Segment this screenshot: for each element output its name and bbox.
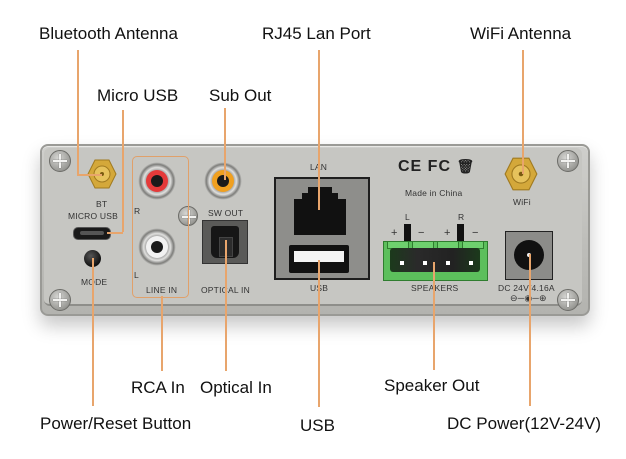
ce-fc-marks: CE FC — [398, 158, 451, 175]
leader-rca-in — [161, 296, 163, 371]
rca-right-input[interactable] — [138, 162, 176, 200]
label-line-in: LINE IN — [146, 285, 178, 295]
callout-wifi-antenna: WiFi Antenna — [470, 24, 572, 43]
leader-sub-out — [224, 108, 226, 180]
label-bt: BT — [96, 199, 108, 209]
leader-optical-in — [225, 240, 227, 371]
label-speaker-l-minus: − — [418, 227, 425, 239]
leader-usb — [318, 260, 320, 407]
label-speaker-r-minus: − — [472, 227, 479, 239]
leader-rj45 — [318, 50, 320, 210]
sub-out-jack[interactable] — [204, 162, 242, 200]
callout-power-reset-button: Power/Reset Button — [40, 414, 192, 433]
callout-bluetooth-antenna: Bluetooth Antenna — [39, 24, 178, 43]
line-in-group-outline — [132, 156, 189, 298]
callout-micro-usb: Micro USB — [97, 86, 179, 105]
screw-icon — [557, 289, 579, 311]
leader-micro-usb — [122, 110, 124, 232]
label-mode: MODE — [81, 277, 108, 287]
label-micro-usb: MICRO USB — [68, 211, 118, 221]
label-made-in-china: Made in China — [405, 188, 463, 198]
callout-dc-power: DC Power(12V-24V) — [447, 414, 602, 433]
leader-dc-power — [529, 254, 531, 406]
screw-icon — [557, 150, 579, 172]
label-speaker-r: R — [458, 212, 465, 222]
callout-rj45-lan-port: RJ45 Lan Port — [262, 24, 371, 43]
label-dc-rating: DC 24V/4.16A — [498, 283, 555, 293]
label-r: R — [134, 206, 141, 216]
micro-usb-port[interactable] — [73, 227, 111, 240]
leader-power-reset — [92, 258, 94, 406]
callout-sub-out: Sub Out — [209, 86, 272, 105]
speaker-pin — [400, 261, 404, 265]
screw-icon — [49, 289, 71, 311]
label-speaker-l: L — [405, 212, 410, 222]
callout-usb: USB — [300, 416, 335, 435]
speaker-l-release-tab[interactable] — [404, 224, 411, 242]
leader-speaker-out — [433, 262, 435, 370]
callout-optical-in: Optical In — [200, 378, 272, 397]
rj45-lan-port[interactable] — [290, 187, 350, 235]
rca-left-input[interactable] — [138, 228, 176, 266]
callout-speaker-out: Speaker Out — [384, 376, 480, 395]
callout-rca-in: RCA In — [131, 378, 185, 397]
speaker-terminal-block[interactable] — [383, 241, 488, 281]
certification-marks: CE FC 🗑 — [398, 158, 475, 176]
speaker-pin — [446, 261, 450, 265]
micro-usb-slot — [80, 231, 104, 235]
label-wifi: WiFi — [513, 197, 531, 207]
label-speaker-l-plus: + — [391, 227, 398, 239]
screw-icon — [49, 150, 71, 172]
leader-micro-usb-h — [107, 232, 123, 234]
label-speakers: SPEAKERS — [411, 283, 459, 293]
speaker-r-release-tab[interactable] — [457, 224, 464, 242]
leader-wifi-antenna — [522, 50, 524, 174]
speaker-pin — [469, 261, 473, 265]
label-speaker-r-plus: + — [444, 227, 451, 239]
weee-bin-icon: 🗑 — [456, 158, 476, 174]
label-sw-out: SW OUT — [208, 208, 244, 218]
label-l: L — [134, 270, 139, 280]
leader-bluetooth-antenna — [77, 50, 79, 174]
leader-bluetooth-antenna-h — [77, 174, 102, 176]
polarity-icon: ⊖─◉─⊕ — [510, 293, 547, 304]
speaker-pin — [423, 261, 427, 265]
wifi-antenna-connector[interactable] — [504, 157, 538, 191]
